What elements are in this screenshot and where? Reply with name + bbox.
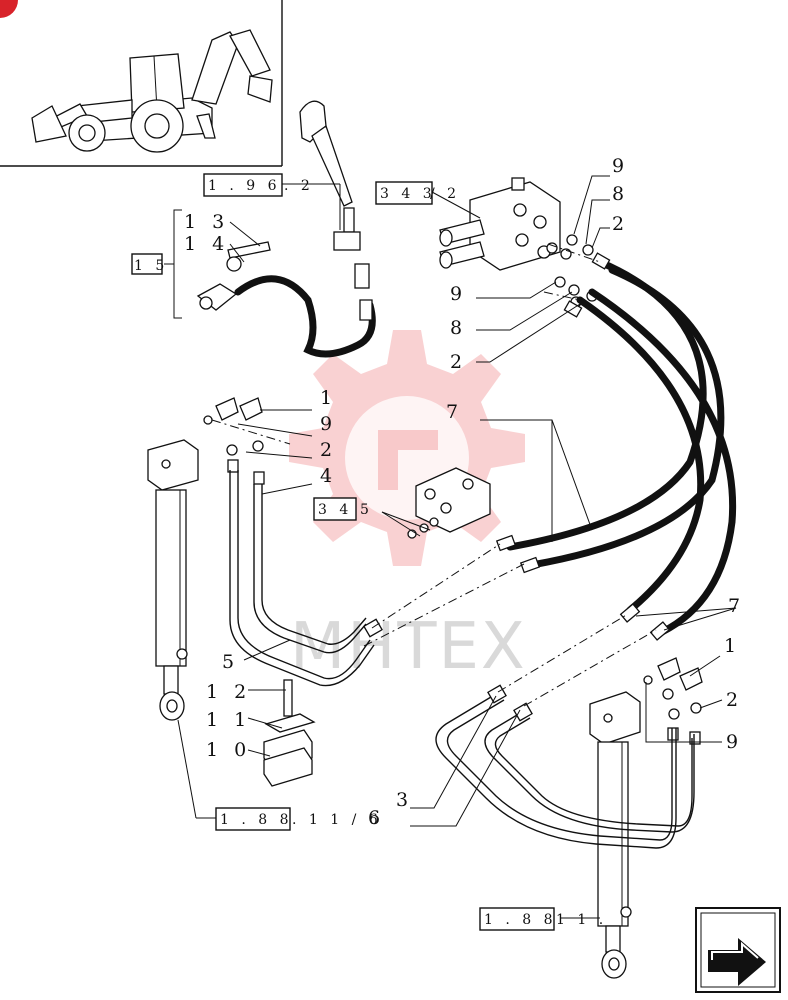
reference-345-box: 3 4: [318, 502, 352, 518]
reference-188-lower-suffix: 1 1 .: [556, 912, 607, 928]
reference-196-2[interactable]: 1 . 9 6 . 2: [203, 173, 314, 197]
watermark-text: MHTEX: [290, 610, 527, 684]
reference-343-suffix: / 2: [430, 186, 460, 202]
label-item-9-top: 9: [612, 155, 629, 177]
backhoe-loader-icon: [31, 29, 273, 153]
label-item-9-mid: 9: [450, 283, 467, 305]
label-item-3: 3: [396, 789, 413, 811]
label-item-2-left: 2: [320, 439, 337, 461]
next-page-arrow-icon[interactable]: [695, 907, 781, 993]
reference-345-suffix: 5: [360, 502, 373, 518]
reference-196-box: 1 . 9 6: [208, 178, 281, 194]
label-item-8-top: 8: [612, 183, 629, 205]
label-item-2-right: 2: [726, 689, 743, 711]
reference-188-upper[interactable]: 1 . 8 8 . 1 1 / 6: [215, 807, 382, 831]
left-hydraulic-cylinder: [147, 439, 199, 721]
label-item-4: 4: [320, 465, 337, 487]
label-item-14: 1 4: [184, 233, 229, 255]
reference-343-2[interactable]: 3 4 3 / 2: [375, 181, 460, 205]
label-item-10: 1 0: [206, 739, 251, 761]
reference-196-suffix: . 2: [284, 178, 314, 194]
reference-188-lower-box: 1 . 8 8: [484, 912, 557, 928]
label-item-2-mid: 2: [450, 351, 467, 373]
assembly-lines: [211, 243, 657, 707]
label-item-15: 1 5: [131, 253, 168, 275]
rigid-pipes-right: [435, 684, 695, 849]
label-item-11: 1 1: [206, 709, 251, 731]
label-item-2-top: 2: [612, 213, 629, 235]
label-item-12: 1 2: [206, 681, 251, 703]
item-labels: 1 3 1 4 1 9 2 4 5 1 2 1 1 1 0 3 6 7 7 1 …: [184, 155, 745, 829]
label-item-7-upper: 7: [446, 401, 463, 423]
reference-345[interactable]: 3 4 5: [313, 497, 373, 521]
label-item-1-right: 1: [724, 635, 741, 657]
pipe-clamp: [263, 679, 316, 787]
reference-343-box: 3 4 3: [380, 186, 436, 202]
control-cable: [196, 241, 376, 358]
label-item-6: 6: [368, 807, 385, 829]
label-item-1-left: 1: [320, 387, 337, 409]
control-valve-block: [439, 177, 561, 271]
left-fittings: [203, 397, 265, 485]
label-item-5: 5: [222, 651, 239, 673]
label-item-8-mid: 8: [450, 317, 467, 339]
page-corner-marker: [0, 0, 18, 18]
label-item-9-right: 9: [726, 731, 743, 753]
distribution-block: [407, 467, 491, 539]
control-lever: [299, 100, 370, 289]
label-item-13: 1 3: [184, 211, 229, 233]
reference-188-lower[interactable]: 1 . 8 8 1 1 .: [479, 907, 607, 931]
reference-188-upper-suffix: . 1 1 / 6: [292, 812, 382, 828]
right-hydraulic-cylinder: [589, 691, 641, 979]
rigid-pipes-left: [229, 470, 383, 687]
thumbnail-frame: [0, 0, 283, 167]
long-hoses: [495, 252, 737, 641]
label-item-9-left: 9: [320, 413, 337, 435]
leader-lines: [164, 175, 737, 919]
label-item-15-text: 1 5: [134, 258, 168, 274]
right-fittings: [643, 657, 703, 745]
label-item-7-lower: 7: [728, 595, 745, 617]
reference-188-upper-box: 1 . 8 8: [220, 812, 293, 828]
